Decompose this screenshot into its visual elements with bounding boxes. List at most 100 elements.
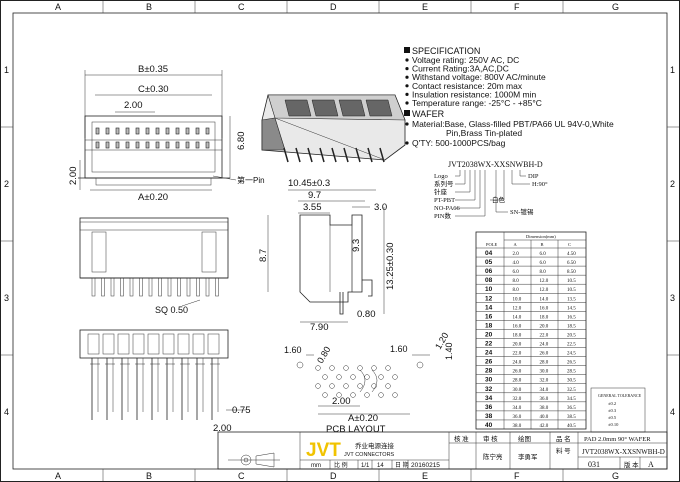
- table-cell: 16.0: [513, 324, 522, 329]
- column-label-bottom: B: [146, 471, 152, 481]
- column-label-bottom: E: [422, 471, 428, 481]
- company-en: JVT CONNECTORS: [344, 452, 395, 458]
- dim-pitch: 2.00: [124, 100, 143, 111]
- table-header: A: [514, 242, 518, 247]
- spec-block: SPECIFICATION Voltage rating: 250V AC, D…: [404, 46, 614, 148]
- table-cell: 18: [485, 322, 493, 329]
- table-header: C: [568, 242, 571, 247]
- table-caption: Dimension(mm): [526, 234, 556, 239]
- table-cell: 24.0: [513, 361, 522, 366]
- row-label: 1: [4, 65, 9, 75]
- approve-label: 核 准: [454, 434, 469, 443]
- dim-2-00-vert: 2.00: [68, 167, 79, 186]
- table-cell: 10: [485, 286, 493, 293]
- table-cell: 32.0: [513, 397, 522, 402]
- table-cell: 10.5: [567, 288, 576, 293]
- column-label: D: [330, 2, 337, 12]
- table-cell: 14.0: [540, 297, 549, 302]
- date-label: 日 期: [395, 461, 409, 469]
- table-cell: 6.0: [540, 252, 547, 257]
- drawer-name: 陈宁亮: [483, 452, 503, 461]
- pcb-title: PCB LAYOUT: [326, 424, 386, 435]
- code-label: 系列号: [434, 179, 454, 188]
- column-label-bottom: G: [612, 471, 619, 481]
- side-view: 10.45±0.3 9.7 3.55 3.0 8.7 9.3 13.25±0.3…: [258, 178, 396, 333]
- doc-number: 031: [588, 460, 600, 469]
- review-label: 审 核: [483, 434, 498, 443]
- dim-sq: SQ 0.50: [155, 305, 188, 315]
- table-cell: 26.0: [540, 352, 549, 357]
- version: A: [648, 460, 654, 469]
- table-cell: 08: [485, 277, 493, 284]
- column-label: F: [514, 2, 520, 12]
- table-cell: 34.0: [513, 406, 522, 411]
- part-code-block: JVT2038WX-XXSNWBH-D Logo系列号针座PT-PBTNO-PA…: [434, 160, 548, 220]
- scale-label: 比 例: [334, 461, 348, 469]
- tolerance-item: ±0.3: [608, 408, 617, 413]
- table-cell: 18.0: [513, 333, 522, 338]
- table-cell: 13.5: [567, 297, 576, 302]
- table-cell: 34: [485, 395, 493, 402]
- table-header: B: [541, 242, 544, 247]
- table-cell: 18.5: [567, 324, 576, 329]
- table-cell: 20.5: [567, 333, 576, 338]
- company-cn: 乔业电源连接: [355, 441, 395, 450]
- table-cell: 8.0: [513, 288, 520, 293]
- table-cell: 12.0: [513, 306, 522, 311]
- spec-line: Temperature range: -25°C - +85°C: [412, 98, 542, 108]
- table-cell: 40: [485, 422, 493, 429]
- table-cell: 28.0: [540, 361, 549, 366]
- table-cell: 28: [485, 368, 493, 375]
- table-cell: 10.0: [513, 297, 522, 302]
- table-cell: 8.50: [567, 270, 576, 275]
- dim-8-7: 8.7: [258, 249, 269, 262]
- part-code-string: JVT2038WX-XXSNWBH-D: [448, 160, 543, 169]
- table-cell: 14.0: [513, 315, 522, 320]
- table-cell: 20: [485, 331, 493, 338]
- table-cell: 34.0: [540, 388, 549, 393]
- spec-line: Withstand voltage: 800V AC/minute: [412, 72, 546, 82]
- dim-3-0: 3.0: [374, 202, 387, 213]
- table-cell: 22.0: [513, 352, 522, 357]
- sheet: 14: [377, 463, 384, 469]
- table-cell: 8.0: [513, 279, 520, 284]
- spec-heading: SPECIFICATION: [412, 46, 480, 56]
- row-label-right: 2: [670, 179, 675, 189]
- dim-0-80: 0.80: [357, 309, 376, 320]
- table-cell: 24.0: [540, 343, 549, 348]
- spec-line: Current Rating:3A,AC,DC: [412, 64, 509, 74]
- code-right-label: 白色: [492, 195, 506, 204]
- part-number: JVT2038WX-XXSNWBH-D: [582, 448, 665, 456]
- code-label: 针座: [434, 187, 448, 196]
- row-label-right: 1: [670, 65, 675, 75]
- pcb-dim-1-60b: 1.60: [390, 344, 408, 354]
- row-label-right: 3: [670, 293, 675, 303]
- table-cell: 32.5: [567, 388, 576, 393]
- checker-name: 李勇军: [518, 452, 538, 461]
- table-cell: 12.0: [540, 288, 549, 293]
- pcb-dim-2-00: 2.00: [332, 396, 351, 407]
- table-cell: 05: [485, 259, 493, 266]
- projection-symbol-icon: [228, 452, 280, 468]
- dim-10-45: 10.45±0.3: [288, 178, 330, 189]
- dim-a: A±0.20: [138, 192, 168, 203]
- table-cell: 26: [485, 359, 493, 366]
- table-cell: 2.0: [513, 252, 520, 257]
- table-cell: 10.5: [567, 279, 576, 284]
- table-cell: 32: [485, 386, 493, 393]
- pcb-dim-1-40: 1.40: [444, 342, 454, 360]
- table-cell: 6.50: [567, 261, 576, 266]
- tolerance-item: ±0.2: [608, 401, 616, 406]
- part-label: 料 号: [556, 446, 571, 455]
- title-block: JVT 乔业电源连接 JVT CONNECTORS mm 比 例 1/1 14 …: [217, 431, 668, 470]
- table-cell: 04: [485, 250, 493, 257]
- table-cell: 22.0: [540, 333, 549, 338]
- table-cell: 4.50: [567, 252, 576, 257]
- spec-line: Voltage rating: 250V AC, DC: [412, 55, 519, 65]
- pcb-dim-1-60a: 1.60: [284, 345, 302, 355]
- column-label: B: [146, 2, 152, 12]
- table-cell: 12.0: [540, 279, 549, 284]
